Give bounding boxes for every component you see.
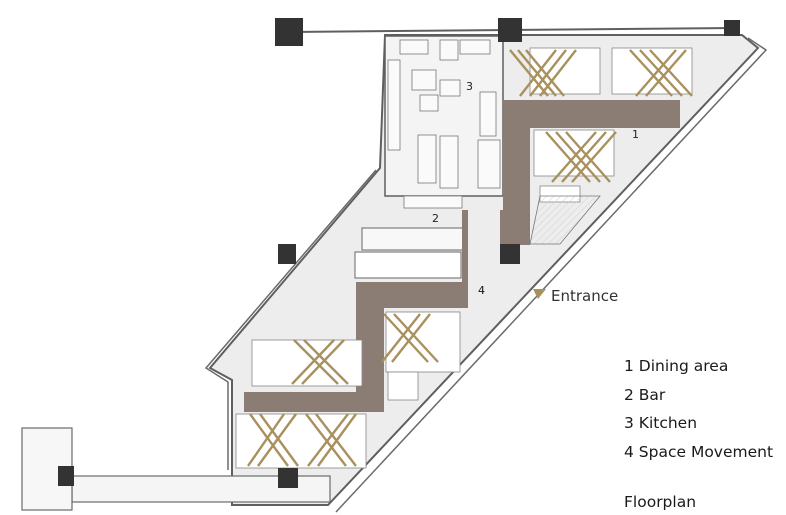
legend-item: 1 Dining area <box>624 357 729 375</box>
entrance-marker <box>533 289 546 299</box>
zone-number-bar: 2 <box>432 212 439 225</box>
building-floor <box>208 34 760 506</box>
facade-diagonal <box>335 37 768 513</box>
movement-corridor-west <box>244 392 364 412</box>
legend: 1 Dining area 2 Bar 3 Kitchen 4 Space Mo… <box>624 352 773 466</box>
structural-columns <box>58 18 740 488</box>
outer-wall <box>204 169 377 470</box>
zone-number-movement: 4 <box>478 284 485 297</box>
entrance-label: Entrance <box>551 287 619 305</box>
wood-slat-lattices <box>247 49 693 467</box>
bar-counter <box>361 227 467 251</box>
bar-seats <box>354 251 462 279</box>
legend-item: 4 Space Movement <box>624 442 774 461</box>
kitchen-equipment <box>387 39 501 209</box>
floorplan-title: Floorplan <box>624 493 697 511</box>
entrance-steps <box>529 195 601 245</box>
movement-corridor <box>356 100 680 412</box>
zone-number-kitchen: 3 <box>466 80 473 93</box>
zone-number-dining: 1 <box>632 128 639 141</box>
legend-item: 2 Bar <box>624 385 666 404</box>
legend-item: 3 Kitchen <box>624 414 698 432</box>
